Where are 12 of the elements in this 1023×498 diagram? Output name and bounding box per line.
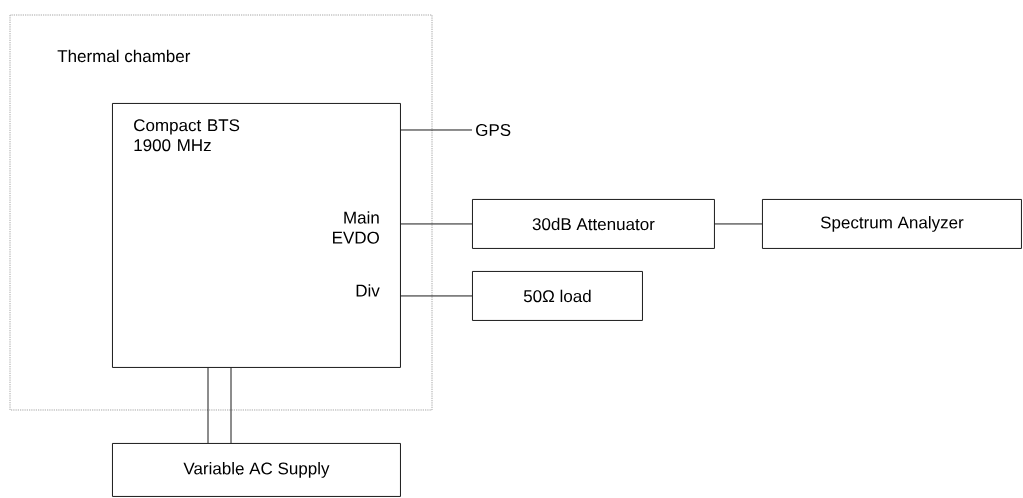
attenuator-box: 30dB Attenuator xyxy=(472,199,715,249)
supply-box: Variable AC Supply xyxy=(112,443,401,497)
analyzer-box: Spectrum Analyzer xyxy=(762,199,1022,249)
connector-line xyxy=(400,295,473,297)
connector-line xyxy=(400,223,473,225)
bts-box: Compact BTS 1900 MHz Main EVDO Div xyxy=(112,103,401,368)
connector-line xyxy=(400,129,473,131)
connector-line xyxy=(230,367,232,444)
load-box: 50Ω load xyxy=(472,271,643,321)
connector-line xyxy=(207,367,209,444)
connector-line xyxy=(714,223,763,225)
gps-label: GPS xyxy=(476,124,511,136)
